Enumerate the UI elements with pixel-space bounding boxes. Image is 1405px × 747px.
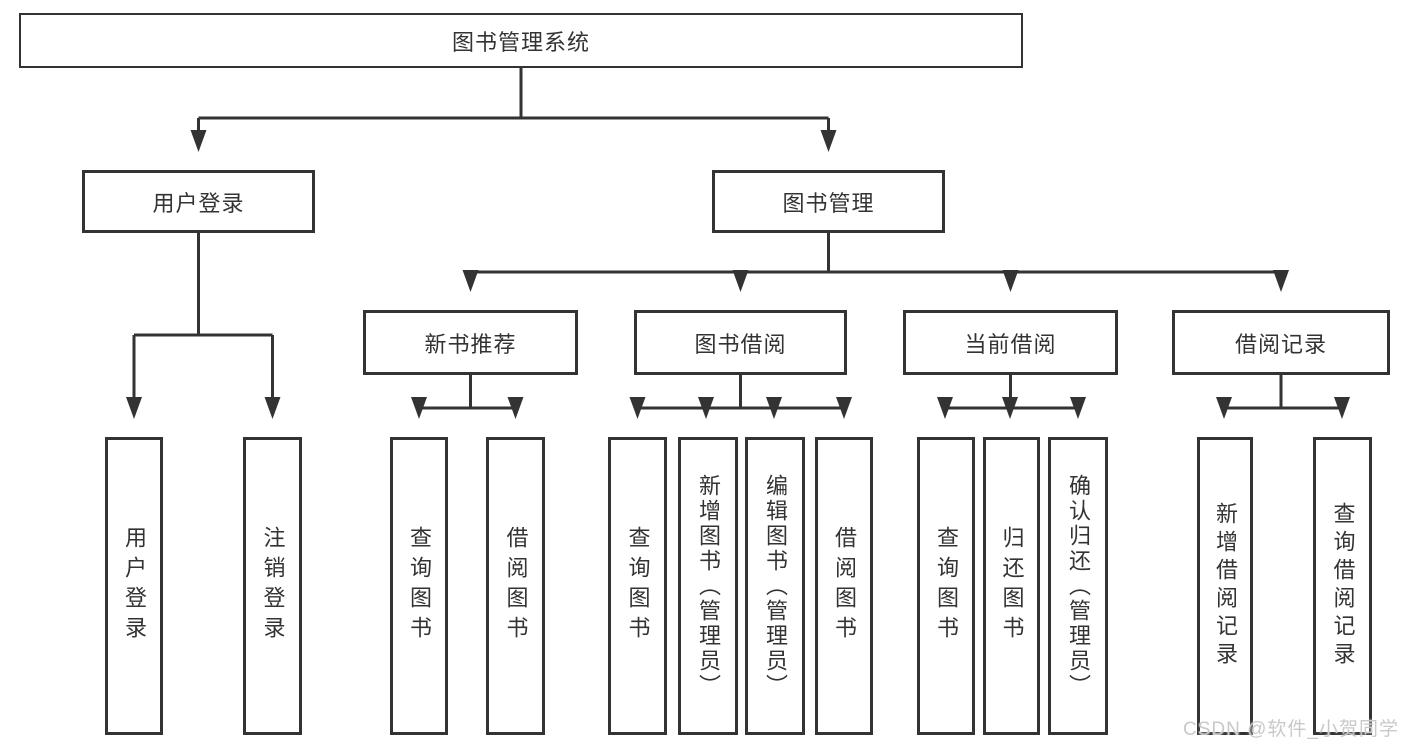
node-leaf-add-borrow-record: 新增借阅记录 [1197,437,1253,735]
node-user-login: 用户登录 [82,170,315,233]
node-borrow-records: 借阅记录 [1172,310,1390,375]
node-leaf-query-borrow-record: 查询借阅记录 [1313,437,1372,735]
node-leaf-return-book: 归还图书 [983,437,1040,735]
node-new-book-recommend: 新书推荐 [363,310,578,375]
node-leaf-add-book-admin: 新增图书（管理员） [678,437,738,735]
node-leaf-edit-book-admin: 编辑图书（管理员） [745,437,805,735]
node-leaf-confirm-return-admin: 确认归还（管理员） [1048,437,1108,735]
node-root: 图书管理系统 [19,13,1023,68]
node-book-borrow: 图书借阅 [634,310,847,375]
node-current-borrow: 当前借阅 [903,310,1118,375]
csdn-watermark: CSDN @软件_小贺同学 [1183,719,1399,740]
node-leaf-borrow-book-2: 借阅图书 [815,437,873,735]
node-leaf-borrow-book-1: 借阅图书 [486,437,545,735]
node-book-management: 图书管理 [712,170,945,233]
node-leaf-query-book-1: 查询图书 [390,437,448,735]
node-leaf-query-book-2: 查询图书 [608,437,667,735]
node-leaf-user-login: 用户登录 [105,437,163,735]
node-leaf-logout: 注销登录 [243,437,302,735]
node-leaf-query-book-3: 查询图书 [917,437,975,735]
